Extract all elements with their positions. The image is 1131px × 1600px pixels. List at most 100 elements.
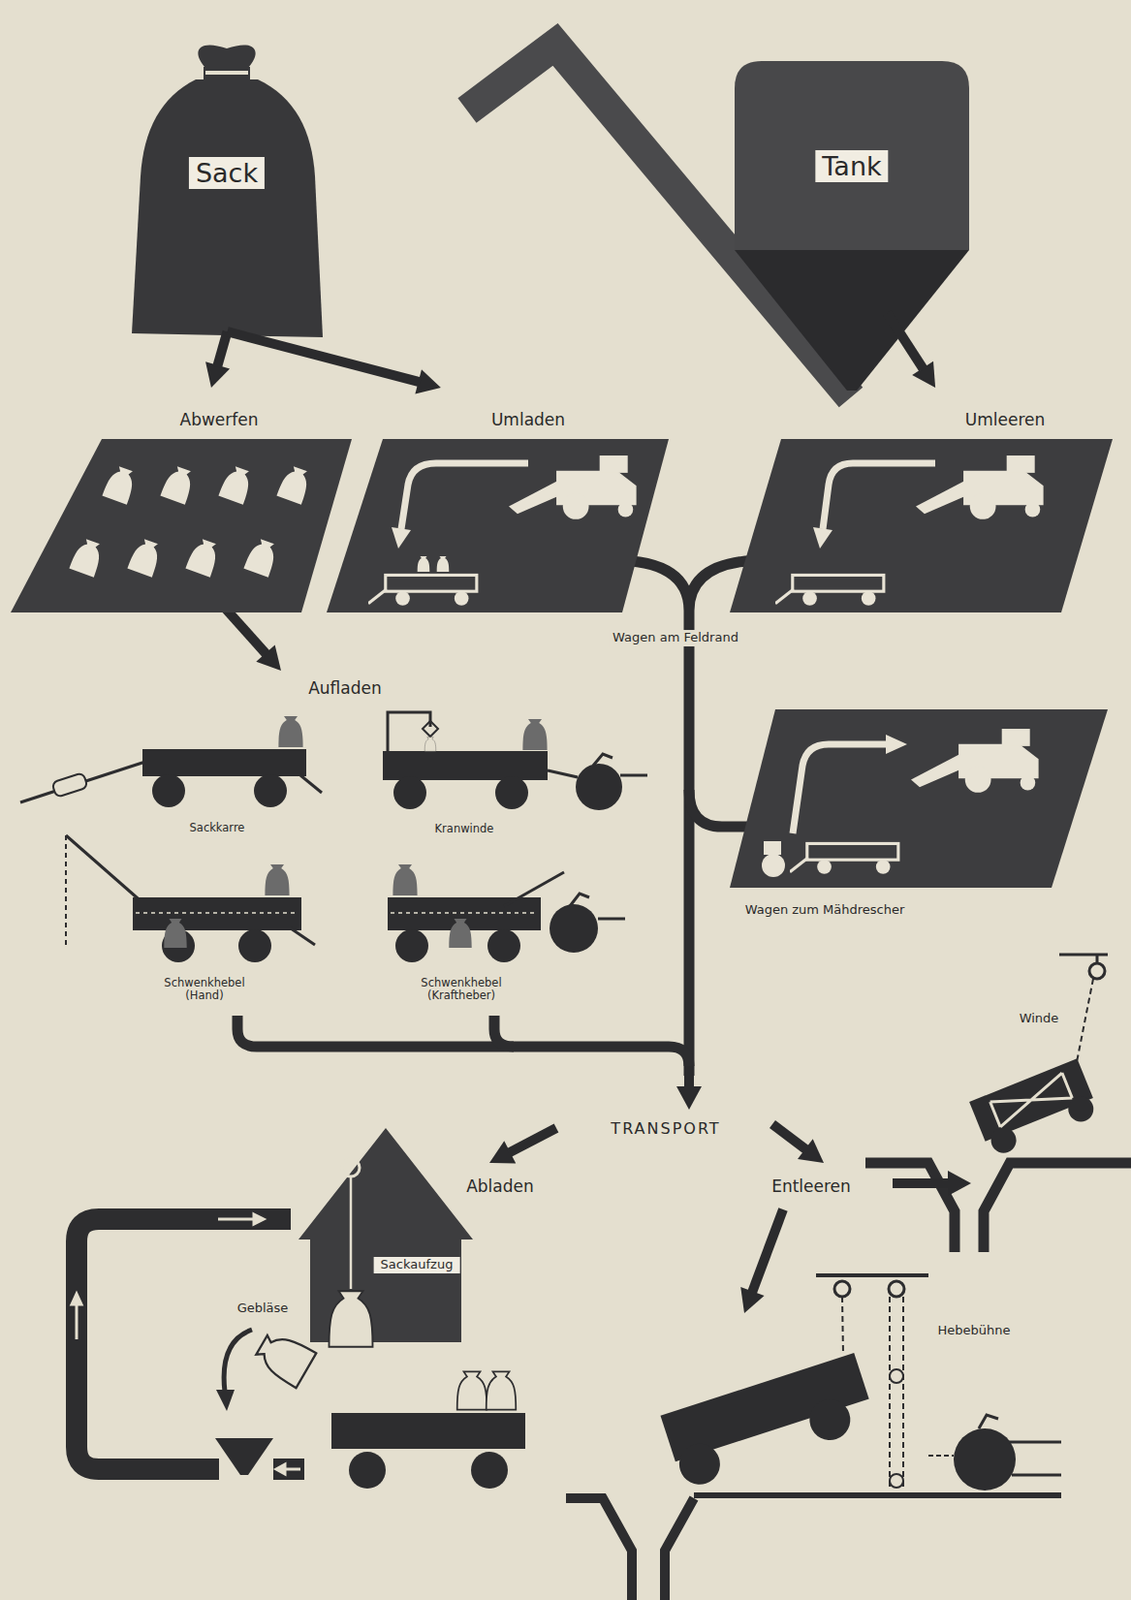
crane-winch-cart	[593, 754, 613, 766]
tank-label-holder: Tank	[815, 150, 888, 183]
wagon-to-combine	[885, 734, 908, 754]
field-panel	[10, 439, 352, 613]
combine-transfer	[437, 556, 450, 572]
method-label-holder: Sackkarre	[189, 816, 246, 836]
dropped-sacks	[185, 536, 221, 578]
power-lift-cart	[387, 864, 626, 963]
swing-lever-cart	[64, 835, 67, 945]
barn-shape	[298, 1128, 473, 1343]
field-panel	[729, 387, 1113, 613]
winch-dump	[1064, 1093, 1098, 1127]
combine-emptying	[822, 463, 936, 530]
flow-arrow	[892, 1178, 950, 1189]
flow-arrow	[676, 1086, 702, 1110]
blower-pipe	[218, 1218, 254, 1222]
step-label-holder: Entleeren	[771, 1177, 851, 1197]
part-label: Gebläse	[237, 1301, 289, 1317]
combine-emptying	[775, 455, 1044, 606]
winch-dump	[987, 1124, 1021, 1158]
hub-label: TRANSPORT	[610, 1120, 721, 1138]
crane-winch-cart	[393, 776, 427, 810]
unloading-wagon	[348, 1451, 386, 1489]
part-label-holder: Winde	[1019, 1007, 1060, 1027]
lift-platform	[902, 1296, 905, 1488]
step-label-holder: Aufladen	[308, 679, 382, 699]
crane-winch-cart	[424, 737, 437, 753]
combine-emptying	[813, 527, 833, 549]
wagon-to-combine	[761, 728, 1039, 878]
power-lift-cart	[392, 864, 417, 896]
swing-lever-cart	[65, 835, 315, 963]
lift-platform	[816, 1273, 929, 1278]
power-lift-cart	[503, 872, 565, 907]
flow-arrow	[684, 1066, 694, 1089]
sack-cart	[300, 775, 322, 793]
flow-arrow	[217, 331, 227, 368]
panel-heading: Umladen	[491, 410, 566, 431]
step-label: Entleeren	[771, 1177, 851, 1197]
dropped-sacks	[159, 464, 196, 505]
combine-transfer	[368, 455, 637, 606]
dropped-sacks	[68, 536, 105, 578]
flow-line	[689, 789, 754, 827]
flow-arrow	[752, 1209, 784, 1293]
flow-arrow	[205, 331, 230, 388]
method-label-holder: Schwenkhebel (Kraftheber)	[412, 976, 510, 1004]
panel-heading: Abwerfen	[180, 410, 259, 431]
swing-lever-cart	[264, 864, 289, 896]
wagon-to-combine	[911, 728, 1039, 793]
lift-platform	[889, 1474, 904, 1488]
barn-shape	[298, 1128, 473, 1343]
sack-cart	[278, 716, 303, 748]
crane-winch-cart	[382, 751, 548, 781]
combine-transfer	[391, 527, 411, 549]
power-lift-cart	[549, 904, 598, 953]
wagon-to-combine	[792, 744, 888, 834]
winch-dump	[865, 954, 1131, 1253]
dropped-sacks	[276, 464, 313, 505]
sack-cart	[51, 772, 88, 798]
combine-transfer	[401, 463, 529, 530]
dropped-sacks	[68, 464, 313, 578]
panel-caption: Wagen zum Mähdrescher	[745, 903, 906, 918]
blower-pipe	[216, 1389, 235, 1412]
sack-shape	[205, 70, 249, 75]
step-label-holder: Abladen	[466, 1177, 535, 1197]
swing-lever-cart	[132, 897, 302, 931]
lift-platform	[659, 1352, 879, 1491]
blower-pipe	[251, 1327, 317, 1388]
lift-platform	[928, 1454, 954, 1457]
lift-platform	[953, 1428, 1016, 1491]
panel-heading-holder: Abwerfen	[180, 410, 259, 431]
lift-platform	[1007, 1441, 1062, 1445]
sack-cart	[20, 761, 146, 803]
lift-platform	[978, 1414, 999, 1429]
part-label: Hebebühne	[938, 1323, 1011, 1339]
lift-platform	[834, 1281, 850, 1297]
sack-hoist	[349, 1176, 353, 1289]
method-label: Sackkarre	[189, 821, 246, 835]
flow-arrow	[676, 1066, 702, 1110]
tank-shape	[734, 61, 970, 393]
step-label: Abladen	[466, 1177, 535, 1197]
sack-hoist	[329, 1290, 374, 1348]
part-label-holder: Gebläse	[237, 1297, 289, 1317]
winch-dump	[865, 1162, 1131, 1253]
winch-dump	[969, 1058, 1100, 1159]
tank-shape: Tank	[734, 61, 970, 393]
unloading-wagon	[457, 1371, 488, 1410]
power-lift-cart	[395, 929, 429, 963]
method-label-holder: Kranwinde	[435, 817, 495, 837]
lift-platform	[565, 1275, 1062, 1600]
field-panel: Wagen zum Mähdrescher	[729, 709, 1108, 925]
crane-winch-cart	[495, 776, 529, 810]
power-lift-cart	[569, 893, 590, 907]
lift-platform	[693, 1492, 1062, 1499]
flow-arrow	[740, 1209, 784, 1314]
barn-shape: Sackaufzug	[298, 1128, 473, 1343]
field-panel: Umleeren	[729, 387, 1113, 613]
blower-pipe	[284, 1468, 301, 1472]
flow-arrow	[227, 331, 441, 394]
